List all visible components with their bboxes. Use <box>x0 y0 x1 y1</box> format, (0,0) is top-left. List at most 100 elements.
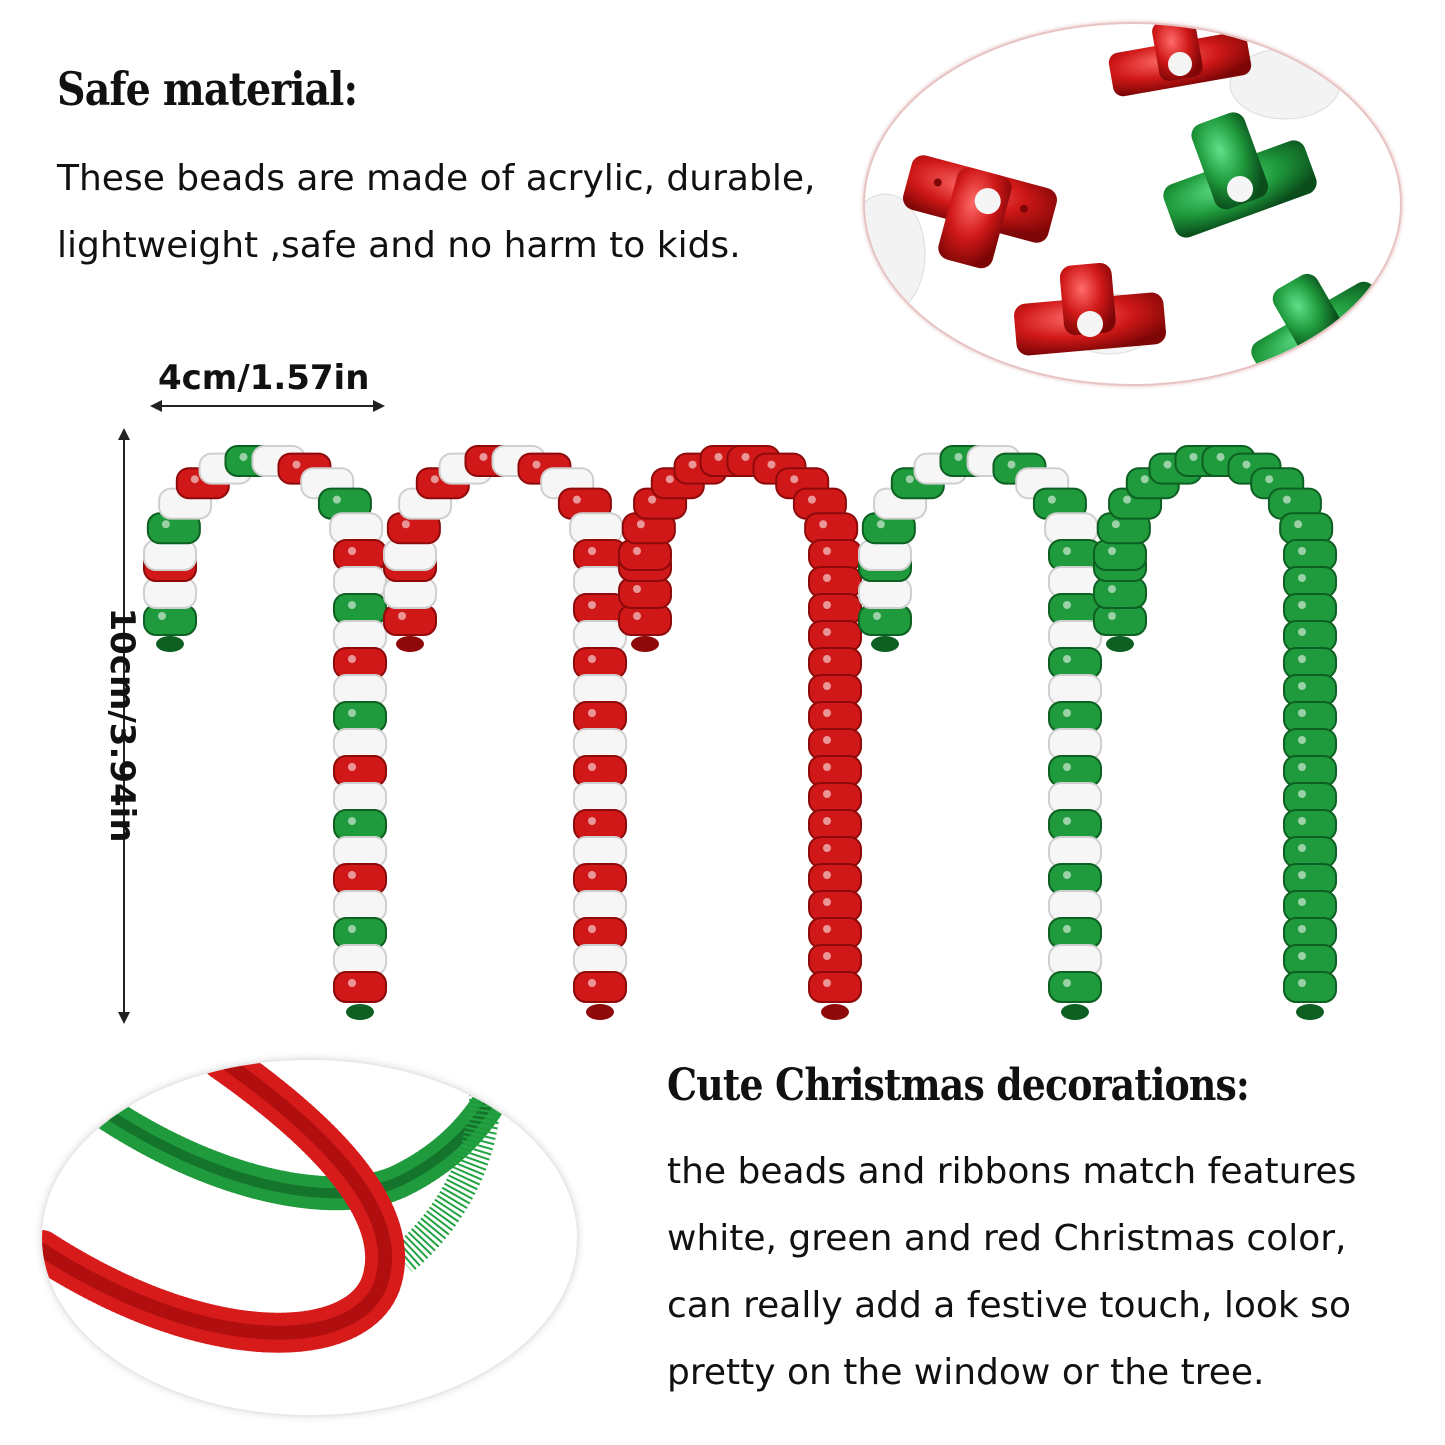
bead-highlight <box>348 655 356 663</box>
cute-decorations-heading: Cute Christmas decorations: <box>667 1060 1250 1111</box>
green-bead <box>1048 755 1102 787</box>
white-bead <box>1044 512 1099 545</box>
ribbon-closeup-image <box>40 1058 579 1417</box>
bead-highlight <box>239 452 248 461</box>
red-bead <box>808 917 862 949</box>
bead-highlight <box>633 612 641 620</box>
green-bead <box>1048 701 1102 733</box>
white-bead <box>573 890 627 922</box>
green-bead <box>1283 566 1337 598</box>
bead-highlight <box>1063 763 1071 771</box>
bead-highlight <box>1063 871 1071 879</box>
white-bead <box>858 539 912 571</box>
white-bead <box>333 944 387 976</box>
bead-highlight <box>823 763 831 771</box>
red-bead <box>618 539 672 571</box>
red-bead <box>573 863 627 895</box>
red-ribbon-core <box>42 1060 393 1340</box>
safe-material-heading: Safe material: <box>57 62 358 116</box>
green-bead <box>1048 809 1102 841</box>
red-bead <box>808 809 862 841</box>
red-bead <box>333 539 387 571</box>
bead-highlight <box>158 612 166 620</box>
bead-highlight <box>1063 601 1071 609</box>
white-bead <box>573 674 627 706</box>
bead-highlight <box>348 979 356 987</box>
bead-highlight <box>588 709 596 717</box>
candy-cane <box>1093 444 1337 1020</box>
bead-highlight <box>767 460 776 469</box>
pipe-cleaner-tip <box>631 636 659 652</box>
bead-highlight <box>588 601 596 609</box>
cute-description-line-4: pretty on the window or the tree. <box>667 1352 1265 1393</box>
bead-highlight <box>636 520 645 529</box>
white-bead <box>333 728 387 760</box>
white-bead <box>573 728 627 760</box>
bead-highlight <box>1298 763 1306 771</box>
green-bead <box>858 604 912 636</box>
red-bead <box>808 782 862 814</box>
bead-highlight <box>1063 547 1071 555</box>
red-bead <box>808 728 862 760</box>
bead-highlight <box>1298 952 1306 960</box>
red-bead <box>808 620 862 652</box>
bead-highlight <box>823 682 831 690</box>
green-bead <box>1279 512 1334 545</box>
width-dimension-label: 4cm/1.57in <box>158 358 370 398</box>
red-tri-bead <box>1014 262 1166 356</box>
green-bead <box>1048 917 1102 949</box>
green-bead <box>1283 917 1337 949</box>
pipe-cleaner-tip <box>346 1004 374 1020</box>
bead-highlight <box>823 574 831 582</box>
bead-highlight <box>823 601 831 609</box>
white-bead <box>333 674 387 706</box>
bead-highlight <box>1298 709 1306 717</box>
red-tri-bead <box>1108 24 1252 97</box>
green-bead <box>1283 755 1337 787</box>
white-bead <box>1048 620 1102 652</box>
white-bead <box>1048 890 1102 922</box>
white-bead <box>333 782 387 814</box>
bead-highlight <box>1294 520 1303 529</box>
bead-closeup-image <box>863 22 1402 386</box>
white-bead <box>573 620 627 652</box>
bead-highlight <box>633 585 641 593</box>
white-bead <box>333 566 387 598</box>
candy-cane <box>858 444 1102 1020</box>
bead-closeup-illustration <box>865 24 1389 384</box>
red-bead <box>573 971 627 1003</box>
green-bead <box>1283 809 1337 841</box>
height-dimension-label: 10cm/3.94in <box>102 607 142 843</box>
bead-highlight <box>688 460 697 469</box>
cute-description-line-1: the beads and ribbons match features <box>667 1151 1357 1192</box>
bead-highlight <box>1298 817 1306 825</box>
red-bead <box>808 971 862 1003</box>
green-bead <box>333 701 387 733</box>
white-bead <box>383 539 437 571</box>
bead-highlight <box>665 475 674 484</box>
bead-highlight <box>873 612 881 620</box>
bead-highlight <box>588 763 596 771</box>
green-bead <box>1283 674 1337 706</box>
bead-highlight <box>823 655 831 663</box>
bead-highlight <box>348 817 356 825</box>
pipe-cleaner-tip <box>396 636 424 652</box>
red-bead <box>573 701 627 733</box>
red-bead <box>808 836 862 868</box>
bead-highlight <box>1108 585 1116 593</box>
width-dimension-arrow <box>150 400 385 412</box>
bead-highlight <box>1140 475 1149 484</box>
candy-cane <box>618 444 862 1020</box>
bead-highlight <box>1063 925 1071 933</box>
white-bead <box>1048 728 1102 760</box>
bead-highlight <box>823 844 831 852</box>
bead-highlight <box>823 817 831 825</box>
green-bead <box>1048 863 1102 895</box>
bead-highlight <box>1063 979 1071 987</box>
bead-highlight <box>1265 475 1274 484</box>
white-bead <box>329 512 384 545</box>
green-bead <box>1283 593 1337 625</box>
safe-material-description: These beads are made of acrylic, durable… <box>57 145 815 279</box>
bead-highlight <box>1108 612 1116 620</box>
white-bead <box>143 539 197 571</box>
